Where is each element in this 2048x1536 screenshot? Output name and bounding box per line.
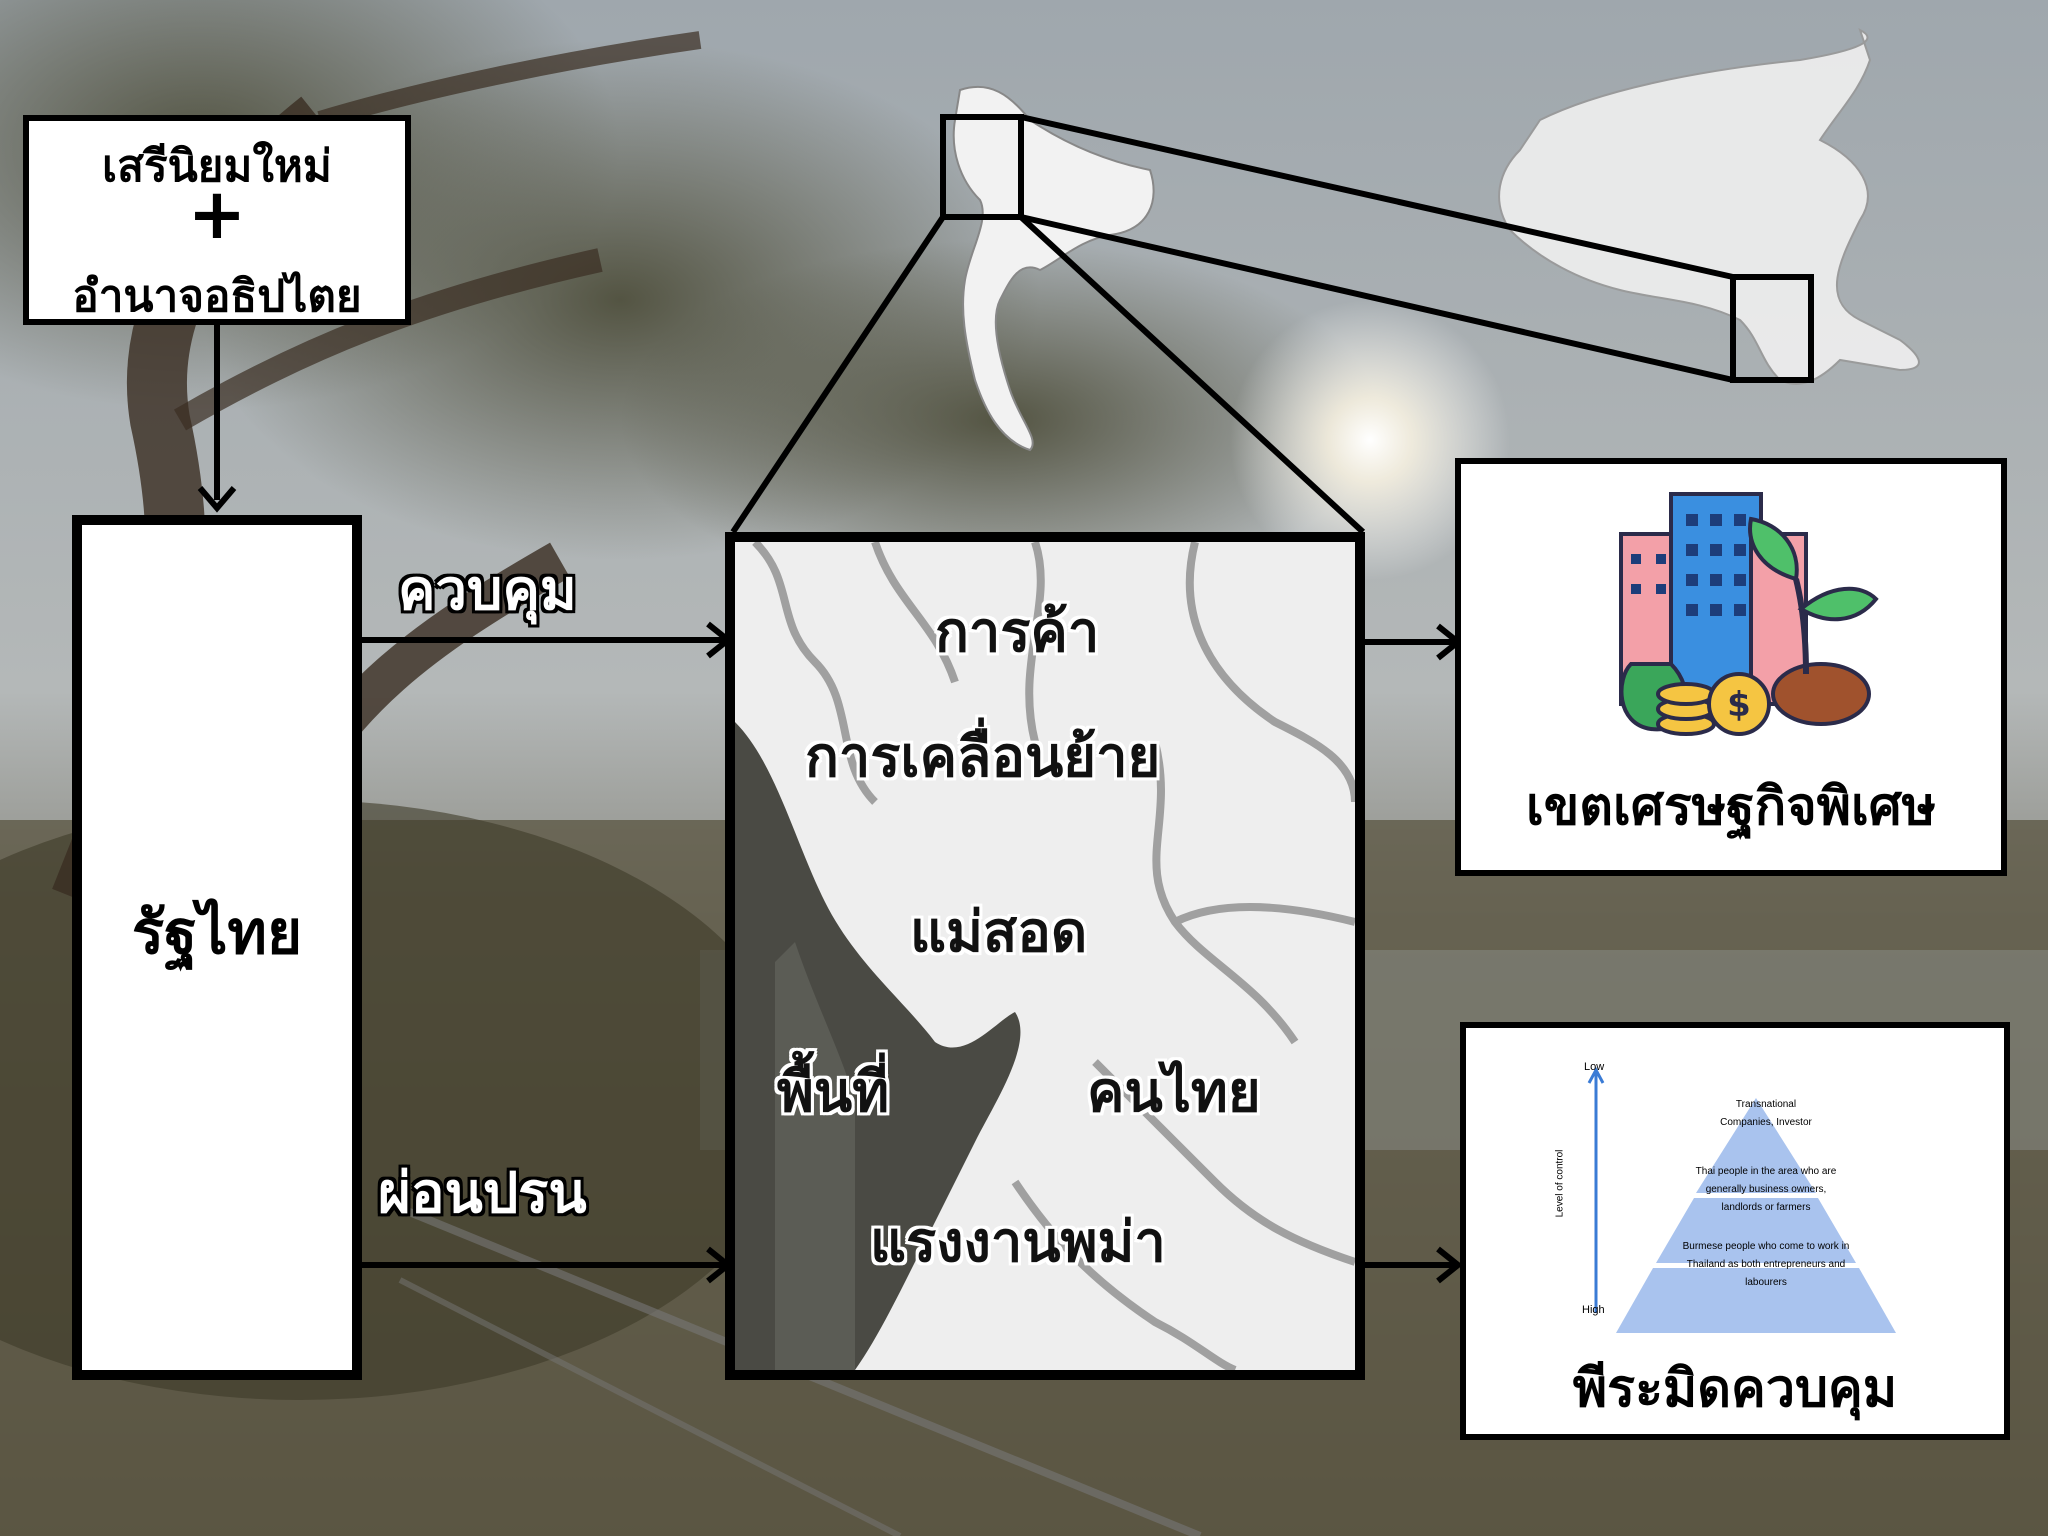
thailand-map-icon [952,85,1155,452]
map-item-thai-people: คนไทย [1087,1060,1261,1125]
svg-text:$: $ [1727,685,1751,725]
control-pyramid-chart [1587,1066,1896,1333]
plus-sign: + [187,173,247,255]
thai-state-label: รัฐไทย [131,898,303,968]
map-item-movement: การเคลื่อนย้าย [805,725,1161,790]
map-item-trade: การค้า [935,600,1100,665]
pyramid-axis-high: High [1582,1304,1605,1316]
mae-sot-map-box: การค้า การเคลื่อนย้าย แม่สอด พื้นที่ คนไ… [725,532,1365,1380]
district-map-icon [735,542,1355,1370]
sovereignty-label: อำนาจอธิปไตย [72,271,362,322]
city-money-plant-icon: $ [1619,492,1879,736]
sez-label: เขตเศรษฐกิจพิเศษ [1525,777,1937,837]
map-item-burmese-labour: แรงงานพม่า [870,1210,1166,1275]
pyramid-tier-middle [1656,1198,1856,1263]
neoliberalism-label: เสรีนิยมใหม่ [102,141,332,192]
control-pyramid-box: Low High Level of control Transnational … [1460,1022,2010,1440]
pyramid-tier-bottom-text: Burmese people who come to work in Thail… [1682,1241,1850,1288]
asia-map-icon [1498,28,1920,385]
pyramid-tier-bottom [1616,1268,1896,1333]
ideology-box: เสรีนิยมใหม่ + อำนาจอธิปไตย [23,115,411,325]
asia-zoom-frame [1730,274,1814,383]
map-item-area: พื้นที่ [777,1060,890,1125]
map-item-mae-sot: แม่สอด [910,900,1088,965]
sez-box: $ เขตเศรษฐกิจพิเศษ [1455,458,2007,876]
pyramid-tier-top [1696,1098,1816,1193]
thai-state-box: รัฐไทย [72,515,362,1380]
pyramid-axis-low: Low [1584,1061,1605,1073]
relax-label: ผ่อนปรน [378,1161,587,1226]
thailand-zoom-frame [940,114,1024,220]
control-label: ควบคุม [398,558,577,623]
pyramid-tier-middle-text: Thai people in the area who are generall… [1695,1166,1837,1213]
control-pyramid-label: พีระมิดควบคุม [1572,1359,1898,1419]
pyramid-tier-top-text: Transnational Companies, Investor [1720,1099,1812,1128]
pyramid-axis-label: Level of control [1554,1149,1566,1218]
